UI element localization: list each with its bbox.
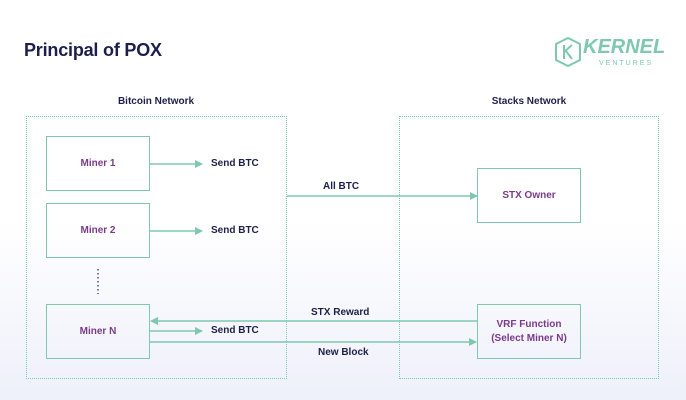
stacks-network-label: Stacks Network — [491, 96, 567, 107]
new-block-label: New Block — [318, 347, 369, 358]
stacks-network-container — [399, 116, 659, 379]
logo-mark-icon — [555, 36, 581, 68]
miner-2-send-label: Send BTC — [211, 225, 259, 236]
miner-2-label: Miner 2 — [80, 224, 116, 236]
miner-2-node: Miner 2 — [46, 203, 150, 258]
page-title: Principal of POX — [24, 40, 162, 60]
all-btc-label: All BTC — [323, 181, 360, 192]
stx-owner-label: STX Owner — [502, 189, 556, 201]
vrf-function-label: VRF Function — [496, 318, 562, 330]
miner-n-label: Miner N — [79, 325, 117, 337]
vrf-select-label: (Select Miner N) — [491, 332, 567, 344]
vrf-function-node: VRF Function (Select Miner N) — [477, 304, 581, 359]
miner-1-send-label: Send BTC — [211, 158, 259, 169]
miner-n-send-label: Send BTC — [211, 325, 259, 336]
logo-word: KERNEL — [583, 36, 666, 58]
miner-n-node: Miner N — [46, 304, 150, 359]
miner-1-node: Miner 1 — [46, 136, 150, 191]
stx-reward-label: STX Reward — [311, 307, 370, 318]
bitcoin-network-container — [26, 116, 287, 379]
logo-subtitle: VENTURES — [599, 60, 654, 67]
miner-1-label: Miner 1 — [80, 157, 116, 169]
kernel-ventures-logo: KERNEL VENTURES — [553, 36, 666, 72]
bitcoin-network-label: Bitcoin Network — [117, 96, 195, 107]
